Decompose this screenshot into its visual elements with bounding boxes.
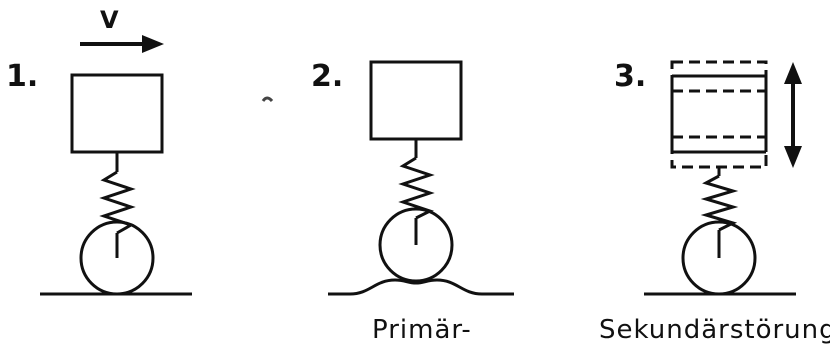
spring (700, 174, 739, 232)
panel-2: 2. Primär- (311, 59, 514, 345)
mass-block (369, 60, 463, 141)
panel-2-number: 2. (311, 59, 343, 94)
panel-3: 3. Sekundärstörung (599, 59, 830, 345)
panel-2-caption: Primär- (372, 315, 472, 345)
road-bump (328, 278, 514, 296)
panel-3-number: 3. (614, 59, 646, 94)
wheel (378, 207, 454, 283)
mass-block (70, 73, 164, 154)
panel-3-caption: Sekundärstörung (599, 315, 830, 345)
stray-mark (261, 96, 274, 103)
right-arrow-icon (80, 35, 164, 53)
panel-1: 1. V (6, 6, 192, 296)
up-down-arrow-icon (784, 62, 802, 168)
panel-1-number: 1. (6, 59, 38, 94)
velocity-label: V (100, 6, 119, 34)
